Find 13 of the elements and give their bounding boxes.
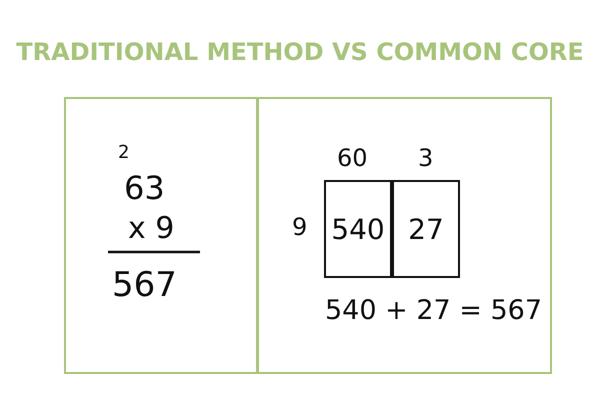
carry-digit: 2 bbox=[118, 144, 130, 162]
row-label: 9 bbox=[292, 215, 308, 239]
column-label: 60 bbox=[337, 146, 368, 170]
column-label: 3 bbox=[418, 146, 434, 170]
title: TRADITIONAL METHOD VS COMMON CORE bbox=[15, 38, 585, 66]
product: 567 bbox=[112, 268, 177, 302]
multiplicand: 63 bbox=[124, 172, 165, 204]
panel-outline bbox=[64, 97, 258, 374]
multiplier: x 9 bbox=[128, 214, 174, 244]
equation: 540 + 27 = 567 bbox=[325, 297, 542, 324]
panel-outline bbox=[257, 97, 552, 374]
product-cell: 540 bbox=[324, 180, 392, 278]
product-cell: 27 bbox=[392, 180, 460, 278]
